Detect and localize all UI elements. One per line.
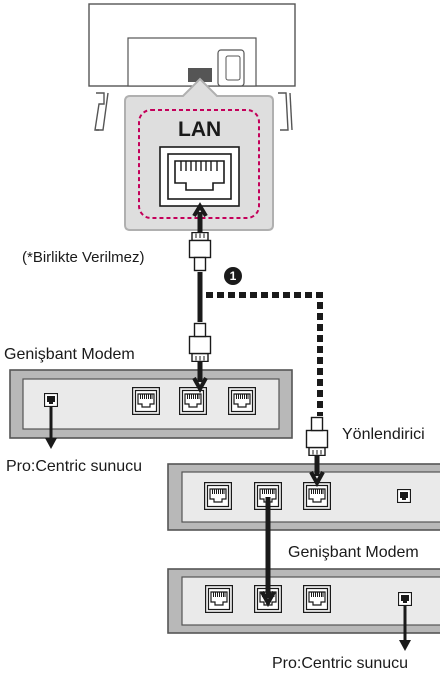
- ethernet-port-icon: [132, 387, 160, 415]
- ethernet-port-icon: [303, 585, 331, 613]
- server-label-upper: Pro:Centric sunucu: [6, 458, 143, 475]
- step-marker-number: 1: [229, 269, 237, 283]
- step-marker-badge: [224, 267, 242, 285]
- ethernet-port-icon: [228, 387, 256, 415]
- lan-label: LAN: [178, 118, 222, 141]
- server-label-lower: Pro:Centric sunucu: [272, 655, 409, 672]
- ethernet-port-icon: [205, 585, 233, 613]
- ethernet-port-icon: [397, 489, 411, 503]
- ethernet-plug-icon: [305, 416, 329, 456]
- ethernet-port-icon: [204, 482, 232, 510]
- modem-label-bottom: Genişbant Modem: [288, 544, 419, 561]
- lan-cable-router-to-modem: [260, 497, 276, 608]
- tv-outline-icon: [88, 3, 296, 131]
- router-device: [167, 463, 440, 531]
- arrow-down-icon: [45, 407, 57, 449]
- lan-cable-tv-to-modem: [188, 202, 212, 394]
- router-label: Yönlendirici: [342, 426, 425, 443]
- ethernet-port-icon: [179, 387, 207, 415]
- lan-highlight-box: [138, 109, 260, 219]
- modem-label-top: Genişbant Modem: [4, 346, 135, 363]
- ethernet-plug-icon: [188, 232, 212, 272]
- ethernet-port-icon: [398, 592, 412, 606]
- lan-port: [159, 146, 240, 207]
- broadband-modem-top: [9, 369, 293, 439]
- ethernet-plug-icon: [188, 322, 212, 362]
- broadband-modem-bottom: [167, 568, 440, 634]
- lan-callout: [124, 77, 274, 231]
- arrow-down-icon: [399, 606, 411, 651]
- cable-not-supplied-note: (*Birlikte Verilmez): [22, 249, 145, 266]
- lan-cable-router-dotted: [206, 292, 329, 488]
- ethernet-port-icon: [44, 393, 58, 407]
